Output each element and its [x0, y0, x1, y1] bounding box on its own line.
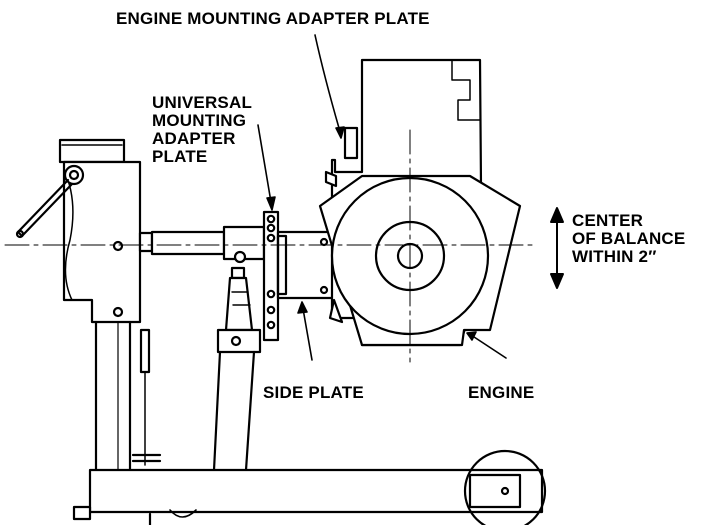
center-label-line-3: WITHIN 2″: [572, 247, 657, 266]
crank-handle: [15, 164, 85, 239]
universal-label-line-3: ADAPTER: [152, 129, 236, 148]
universal-label-line-4: PLATE: [152, 147, 208, 166]
universal-mounting-adapter-plate-label: UNIVERSAL MOUNTING ADAPTER PLATE: [152, 94, 252, 166]
hydraulic-jack: [212, 266, 262, 472]
support-arm: [138, 225, 266, 264]
leader-lines: [257, 34, 507, 361]
balance-range-arrow: [550, 207, 564, 289]
center-lines: [4, 129, 537, 363]
stand-base: [72, 449, 547, 525]
center-of-balance-label: CENTER OF BALANCE WITHIN 2″: [572, 212, 685, 266]
side-plate-label: SIDE PLATE: [263, 383, 364, 402]
universal-label-line-1: UNIVERSAL: [152, 93, 253, 112]
engine: [318, 58, 522, 347]
center-label-line-1: CENTER: [572, 211, 644, 230]
stand-column: [58, 138, 142, 472]
universal-mounting-adapter-plate: [262, 210, 280, 342]
side-plate: [276, 230, 338, 300]
engine-mounting-adapter-plate-label: ENGINE MOUNTING ADAPTER PLATE: [116, 9, 430, 28]
universal-label-line-2: MOUNTING: [152, 111, 247, 130]
center-label-line-2: OF BALANCE: [572, 229, 686, 248]
column-lever: [131, 328, 162, 466]
engine-label: ENGINE: [468, 383, 535, 402]
